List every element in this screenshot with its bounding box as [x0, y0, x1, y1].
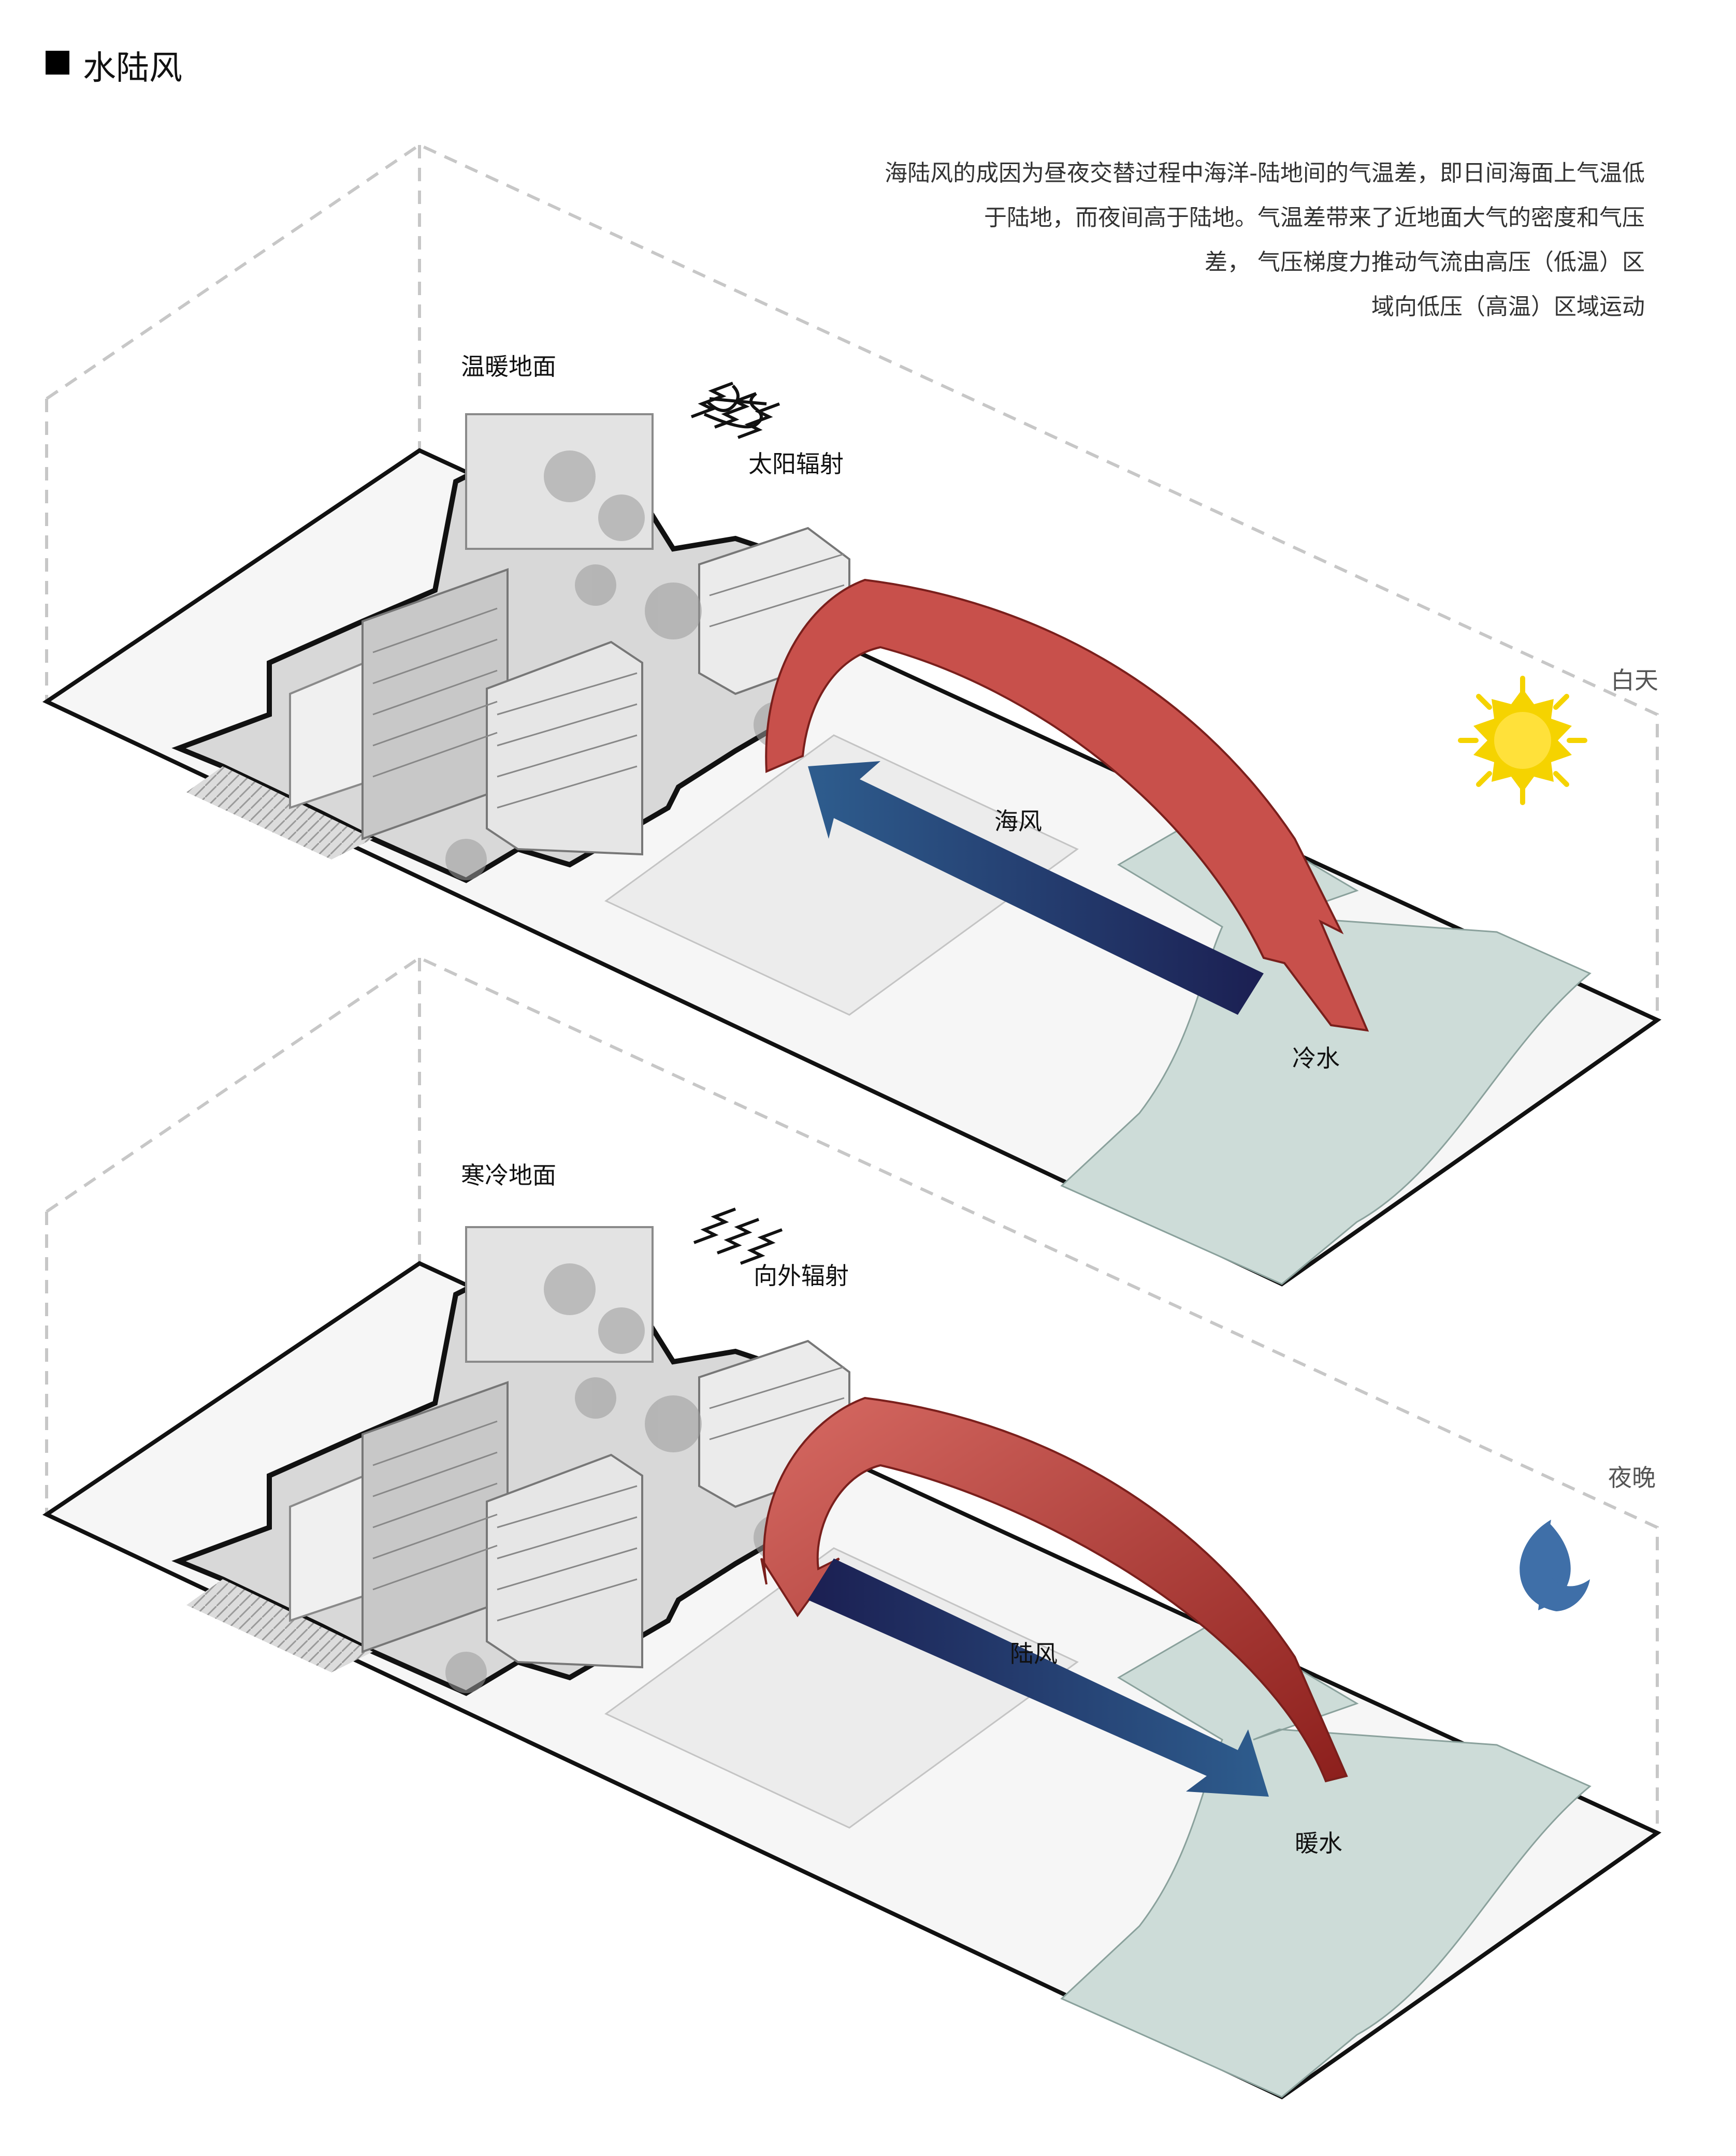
description-line: 于陆地，而夜间高于陆地。气温差带来了近地面大气的密度和气压: [984, 205, 1645, 231]
night-panel: [42, 956, 1661, 2100]
day-wind-arrow: [808, 761, 1264, 1015]
day-circulation-arrow: [765, 578, 1369, 1032]
day-radiation-icon: [690, 382, 780, 439]
description-line: 差， 气压梯度力推动气流由高压（低温）区: [1205, 249, 1645, 275]
day-radiation-label: 太阳辐射: [748, 450, 844, 478]
day-time-label: 白天: [1611, 666, 1658, 694]
night-ground-label: 寒冷地面: [461, 1161, 556, 1189]
night-water-label: 暖水: [1295, 1829, 1342, 1857]
day-ground-label: 温暖地面: [461, 353, 556, 381]
night-water: [1060, 1620, 1592, 2098]
day-wind-label: 海风: [994, 807, 1042, 835]
description-block: 海陆风的成因为昼夜交替过程中海洋-陆地间的气温差，即日间海面上气温低 于陆地，而…: [885, 151, 1645, 329]
night-bounding-box: [45, 956, 1659, 1833]
night-radiation-label: 向外辐射: [754, 1262, 849, 1290]
night-time-label: 夜晚: [1608, 1464, 1656, 1492]
day-panel: [42, 143, 1661, 1287]
night-wind-label: 陆风: [1010, 1640, 1058, 1668]
night-road: [604, 1547, 1079, 1829]
day-building-cluster: [171, 413, 852, 883]
sun-icon: [1458, 676, 1587, 805]
day-water-label: 冷水: [1292, 1044, 1340, 1072]
night-circulation-arrow: [760, 1396, 1348, 1783]
description-line: 域向低压（高温）区域运动: [1371, 294, 1645, 320]
moon-icon: [1520, 1520, 1590, 1611]
day-road: [604, 734, 1079, 1016]
day-bounding-box: [45, 143, 1659, 1020]
night-radiation-icon: [693, 1207, 783, 1265]
diagram-title: 水陆风: [83, 49, 182, 88]
heading-square-icon: [46, 51, 69, 75]
night-wind-arrow: [808, 1558, 1269, 1797]
description-line: 海陆风的成因为昼夜交替过程中海洋-陆地间的气温差，即日间海面上气温低: [885, 160, 1645, 186]
